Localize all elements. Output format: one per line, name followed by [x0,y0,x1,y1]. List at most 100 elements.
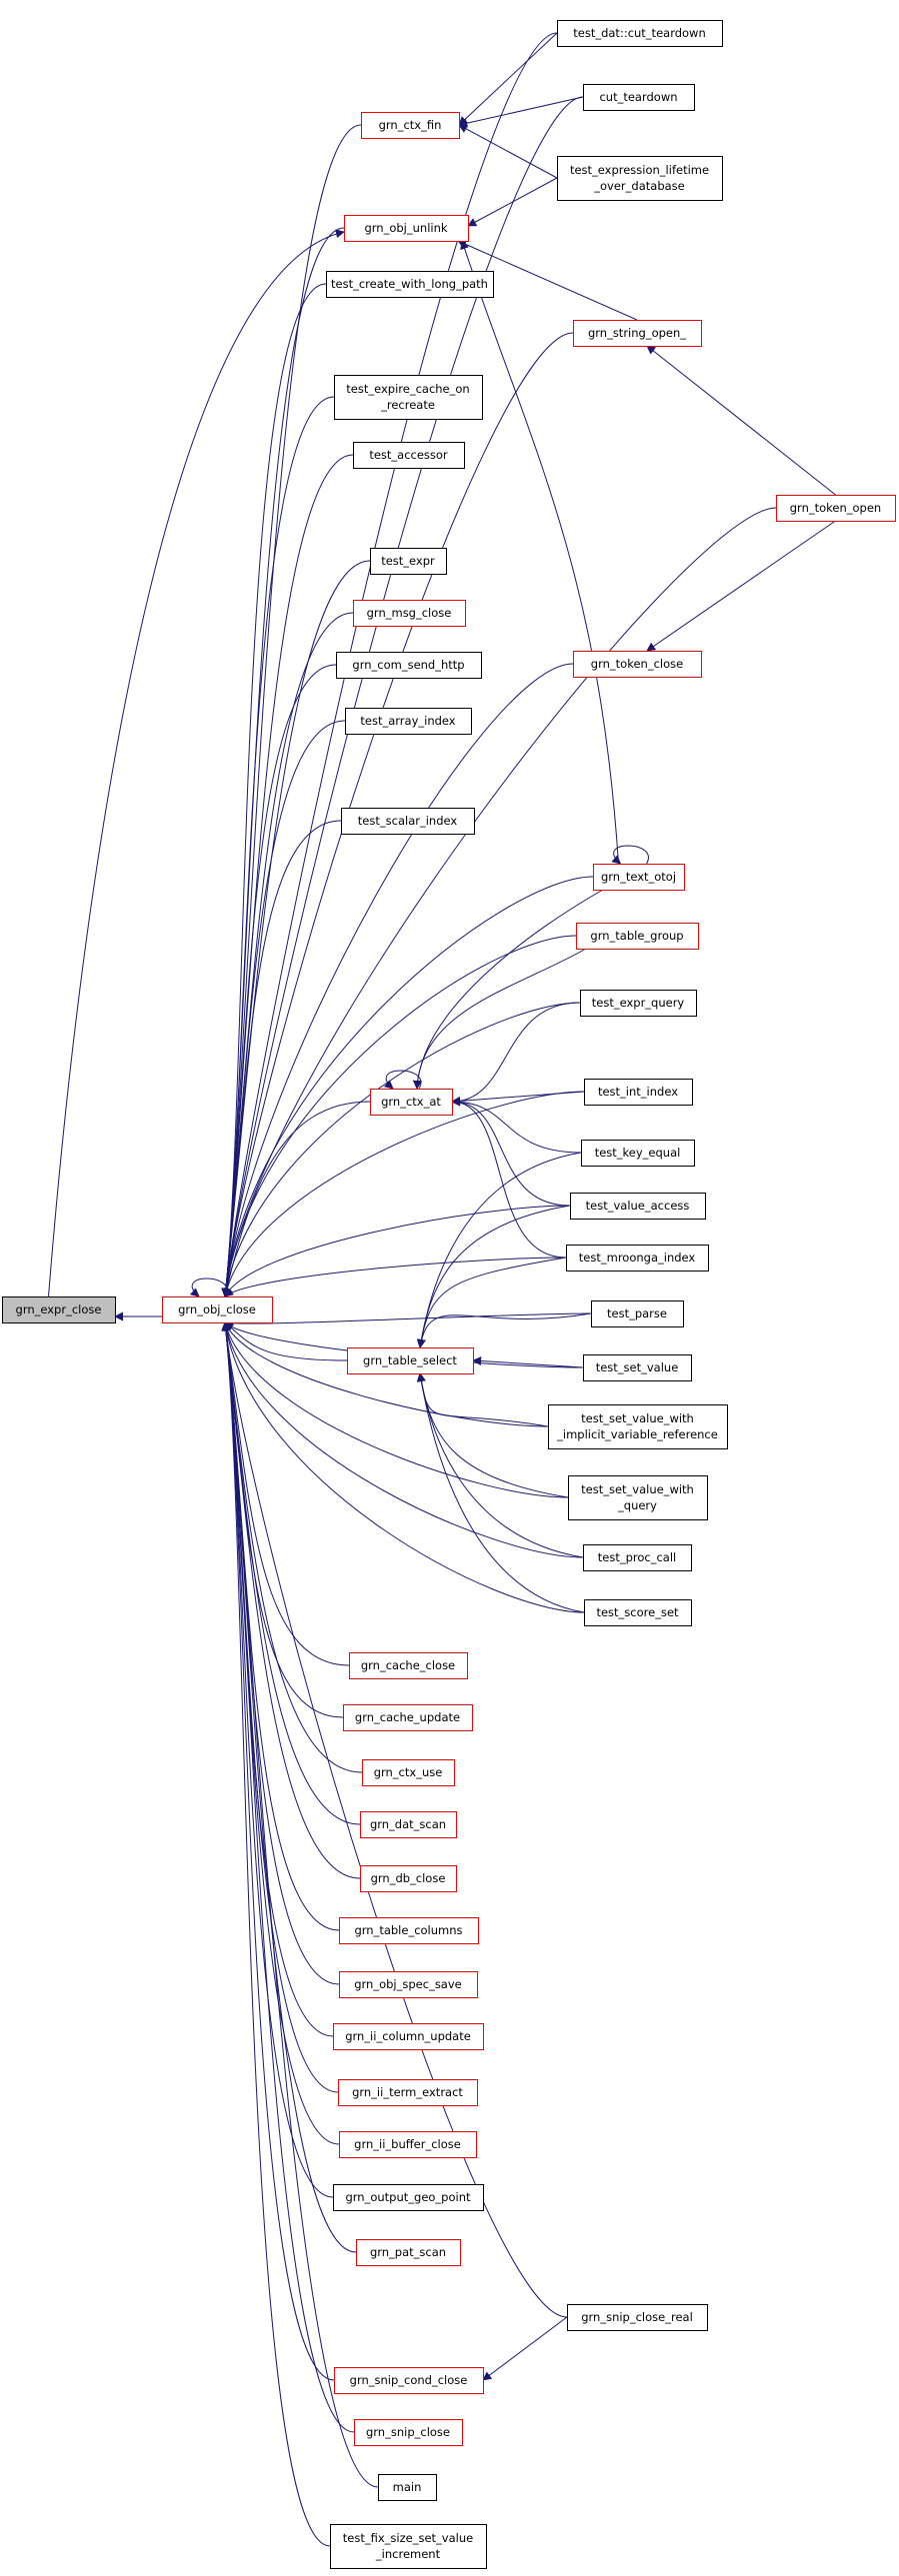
node-grn-ii-buffer-close[interactable]: grn_ii_buffer_close [339,2131,477,2158]
node-box [343,1704,473,1731]
node-cut-teardown[interactable]: cut_teardown [583,84,695,111]
node-grn-token-open[interactable]: grn_token_open [776,495,896,522]
node-grn-snip-close-real[interactable]: grn_snip_close_real [567,2304,708,2331]
node-grn-token-close[interactable]: grn_token_close [573,651,702,678]
node-test-dat-cut-teardown[interactable]: test_dat::cut_teardown [557,20,723,47]
edge-2-grn-obj-close-to-grn-obj-close [189,1278,228,1297]
node-grn-ctx-use[interactable]: grn_ctx_use [362,1759,455,1786]
node-grn-dat-scan[interactable]: grn_dat_scan [360,1811,457,1838]
node-test-parse[interactable]: test_parse [591,1300,684,1327]
edge-11-grn-text-otoj-to-grn-text-otoj [611,845,649,865]
edge-40-grn-obj-close-to-grn-msg-close [221,612,354,1297]
node-label: grn_snip_cond_close [350,2373,468,2387]
node-label: grn_obj_close [178,1302,256,1316]
node-grn-text-otoj[interactable]: grn_text_otoj [593,864,685,891]
node-box [330,2524,487,2569]
node-label: cut_teardown [599,90,677,104]
edge-14-grn-ctx-at-to-grn-table-group [412,948,587,1090]
node-test-fix-size-set-value-increment[interactable]: test_fix_size_set_value_increment [330,2524,487,2569]
node-label: grn_pat_scan [370,2245,446,2259]
node-grn-string-open-[interactable]: grn_string_open_ [573,320,702,347]
node-test-set-value-with-query[interactable]: test_set_value_with_query [568,1475,708,1520]
node-grn-ctx-fin[interactable]: grn_ctx_fin [361,112,460,139]
node-label: grn_expr_close [16,1302,102,1316]
node-box [360,1865,457,1892]
node-test-scalar-index[interactable]: test_scalar_index [341,808,475,835]
node-grn-msg-close[interactable]: grn_msg_close [353,600,466,627]
node-label: grn_ctx_fin [379,118,442,132]
node-label: test_value_access [586,1199,690,1213]
node-test-proc-call[interactable]: test_proc_call [583,1544,692,1571]
edge-55-grn-obj-close-to-test-set-value-with-implicit-variable-reference [224,1321,549,1427]
node-label: _recreate [380,398,435,412]
node-grn-obj-unlink[interactable]: grn_obj_unlink [344,215,469,242]
node-box [336,652,482,679]
node-box [583,1354,692,1381]
node-box [326,271,494,298]
node-test-expr-query[interactable]: test_expr_query [580,990,697,1017]
edge-7-grn-obj-unlink-to-grn-string-open- [457,240,638,321]
node-test-expression-lifetime-over-database[interactable]: test_expression_lifetime_over_database [557,156,723,201]
edge-47-grn-obj-close-to-test-expr-query [221,1002,581,1297]
edge-34-grn-obj-close-to-test-create-with-long-path [221,283,327,1297]
node-grn-snip-close[interactable]: grn_snip_close [354,2419,463,2446]
node-grn-pat-scan[interactable]: grn_pat_scan [356,2239,461,2266]
node-grn-output-geo-point[interactable]: grn_output_geo_point [333,2184,484,2211]
node-test-key-equal[interactable]: test_key_equal [581,1140,695,1167]
node-test-int-index[interactable]: test_int_index [584,1079,693,1106]
edge-44-grn-obj-close-to-test-scalar-index [221,820,342,1297]
edge-42-grn-obj-close-to-grn-token-close [221,663,574,1297]
node-grn-obj-spec-save[interactable]: grn_obj_spec_save [339,1971,478,1998]
node-grn-table-columns[interactable]: grn_table_columns [339,1917,479,1944]
node-grn-cache-close[interactable]: grn_cache_close [349,1652,468,1679]
node-grn-db-close[interactable]: grn_db_close [360,1865,457,1892]
node-label: grn_output_geo_point [345,2190,471,2204]
node-grn-ii-column-update[interactable]: grn_ii_column_update [333,2023,484,2050]
node-label: grn_token_close [591,657,683,671]
node-box [593,864,685,891]
node-test-accessor[interactable]: test_accessor [353,442,465,469]
node-box [334,2367,484,2394]
node-main[interactable]: main [378,2474,437,2501]
node-grn-table-select[interactable]: grn_table_select [347,1347,474,1374]
node-label: test_accessor [369,448,448,462]
node-grn-ctx-at[interactable]: grn_ctx_at [370,1089,453,1116]
node-grn-snip-cond-close[interactable]: grn_snip_cond_close [334,2367,484,2394]
node-label: test_mroonga_index [579,1251,696,1265]
node-test-mroonga-index[interactable]: test_mroonga_index [566,1245,709,1272]
edge-56-grn-obj-close-to-test-set-value-with-query [222,1321,569,1498]
node-label: test_create_with_long_path [331,277,488,291]
node-label: main [393,2480,422,2494]
node-box [339,2131,477,2158]
node-box [356,2239,461,2266]
node-grn-cache-update[interactable]: grn_cache_update [343,1704,473,1731]
node-box [776,495,896,522]
node-test-set-value-with-implicit-variable-reference[interactable]: test_set_value_with_implicit_variable_re… [548,1404,728,1449]
node-test-expr[interactable]: test_expr [370,548,447,575]
node-box [557,156,723,201]
node-test-create-with-long-path[interactable]: test_create_with_long_path [326,271,494,298]
node-grn-obj-close[interactable]: grn_obj_close [162,1296,273,1323]
node-label: test_int_index [598,1085,678,1099]
node-grn-table-group[interactable]: grn_table_group [576,923,699,950]
edge-30-grn-obj-close-to-test-dat-cut-teardown [221,32,558,1297]
node-box [591,1300,684,1327]
node-box [583,84,695,111]
node-test-array-index[interactable]: test_array_index [345,708,472,735]
node-grn-ii-term-extract[interactable]: grn_ii_term_extract [338,2079,478,2106]
edge-32-grn-obj-close-to-grn-ctx-fin [221,124,362,1297]
edge-18-grn-ctx-at-to-test-value-access [451,1097,571,1207]
node-label: _query [617,1498,657,1512]
node-label: grn_obj_unlink [364,221,447,235]
node-box [370,548,447,575]
node-box [345,708,472,735]
node-test-expire-cache-on-recreate[interactable]: test_expire_cache_on_recreate [334,375,483,420]
node-test-value-access[interactable]: test_value_access [570,1193,706,1220]
node-label: test_expr [381,554,435,568]
node-label: grn_snip_close_real [581,2310,693,2324]
node-box [557,20,723,47]
node-test-score-set[interactable]: test_score_set [584,1599,692,1626]
node-test-set-value[interactable]: test_set_value [583,1354,692,1381]
node-grn-com-send-http[interactable]: grn_com_send_http [336,652,482,679]
edge-1-grn-obj-unlink-to-grn-expr-close [48,229,345,1297]
